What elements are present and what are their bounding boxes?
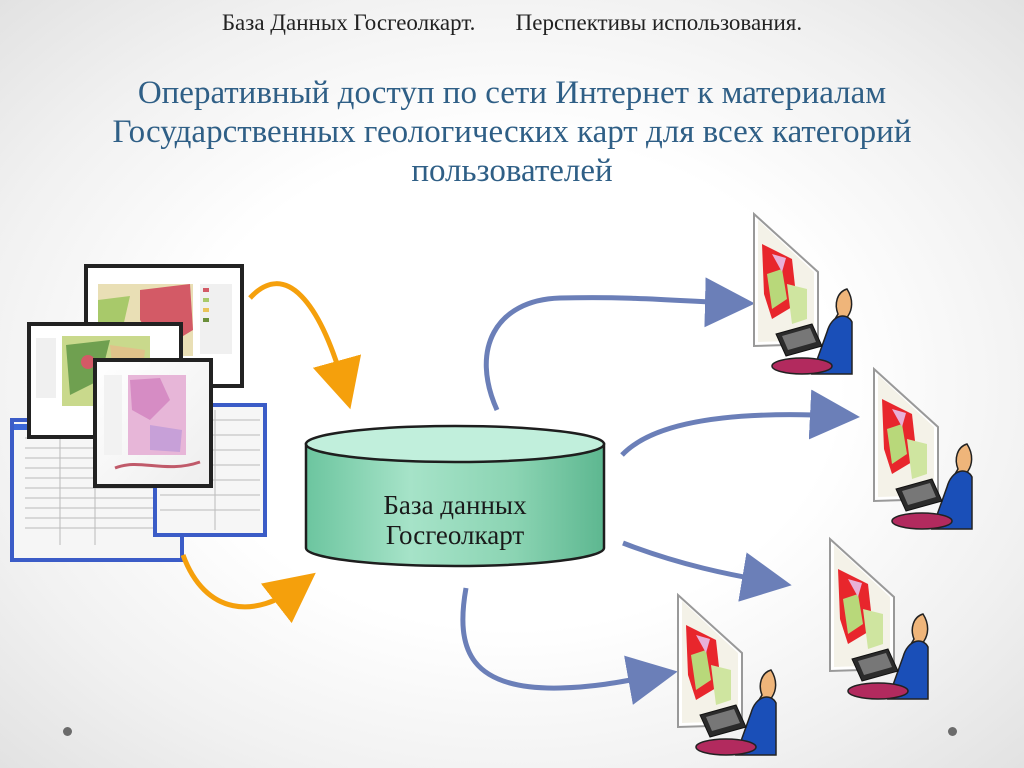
output-arrow-3: [622, 540, 792, 602]
input-arrow-top: [248, 281, 362, 410]
output-arrow-4: [460, 587, 678, 705]
output-arrow-1: [483, 277, 755, 412]
database-label-line1: База данных: [383, 490, 527, 520]
output-arrows: [460, 277, 860, 705]
database-label: База данных Госгеолкарт: [312, 490, 598, 550]
input-arrows: [180, 281, 362, 624]
output-arrow-2: [620, 389, 860, 457]
user-at-computer-icon: [753, 211, 853, 375]
slide-title: Оперативный доступ по сети Интернет к ма…: [112, 75, 912, 189]
geologic-map-sheet-icon: [93, 358, 213, 488]
source-documents-stack: [10, 264, 267, 562]
database-label-line2: Госгеолкарт: [385, 520, 525, 550]
database-cylinder-icon: [304, 424, 606, 568]
input-arrow-bottom: [180, 554, 316, 624]
slide-dot-right: [948, 727, 957, 736]
slide-header: База Данных Госгеолкарт. Перспективы исп…: [221, 10, 803, 35]
slide-dot-left: [63, 727, 72, 736]
